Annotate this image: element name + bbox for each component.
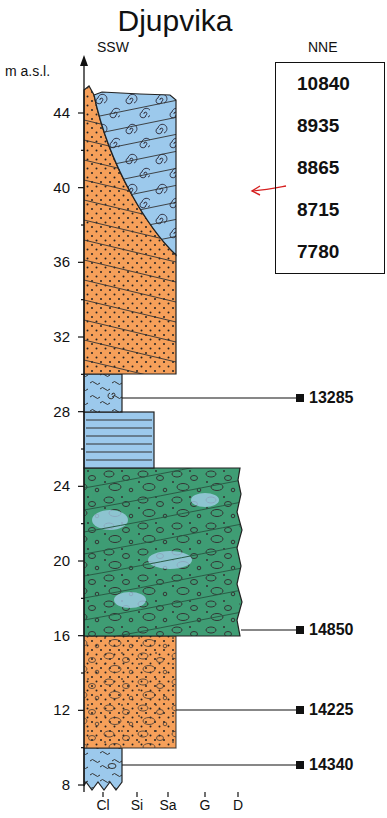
axis-number: 36 [53, 254, 70, 271]
date-value: 8865 [297, 158, 384, 179]
date-label: 14850 [309, 621, 354, 639]
axis-number: 24 [53, 478, 70, 495]
axis-number: 16 [53, 628, 70, 645]
grain-size-label: G [200, 798, 211, 813]
date-value: 7780 [297, 242, 384, 263]
direction-label: SSW [97, 40, 129, 55]
date-value: 10840 [297, 74, 384, 95]
date-list-box: 10840 8935 8865 8715 7780 [275, 62, 385, 274]
axis-number: 44 [53, 105, 70, 122]
axis-number: 28 [53, 404, 70, 421]
date-value: 8715 [297, 200, 384, 221]
date-value: 8935 [297, 116, 384, 137]
axis-unit: m a.s.l. [5, 64, 50, 79]
axis-number: 12 [53, 702, 70, 719]
direction-label: NNE [308, 40, 338, 55]
date-label: 13285 [309, 389, 354, 407]
log-title: Djupvika [117, 4, 232, 37]
grain-size-label: Sa [159, 798, 176, 813]
axis-number: 40 [53, 180, 70, 197]
grain-size-label: Si [131, 798, 143, 813]
axis-number: 8 [62, 777, 70, 794]
date-label: 14225 [309, 701, 354, 719]
axis-number: 32 [53, 329, 70, 346]
axis-number: 20 [53, 553, 70, 570]
date-label: 14340 [309, 756, 354, 774]
grain-size-label: Cl [96, 798, 109, 813]
grain-size-label: D [233, 798, 243, 813]
